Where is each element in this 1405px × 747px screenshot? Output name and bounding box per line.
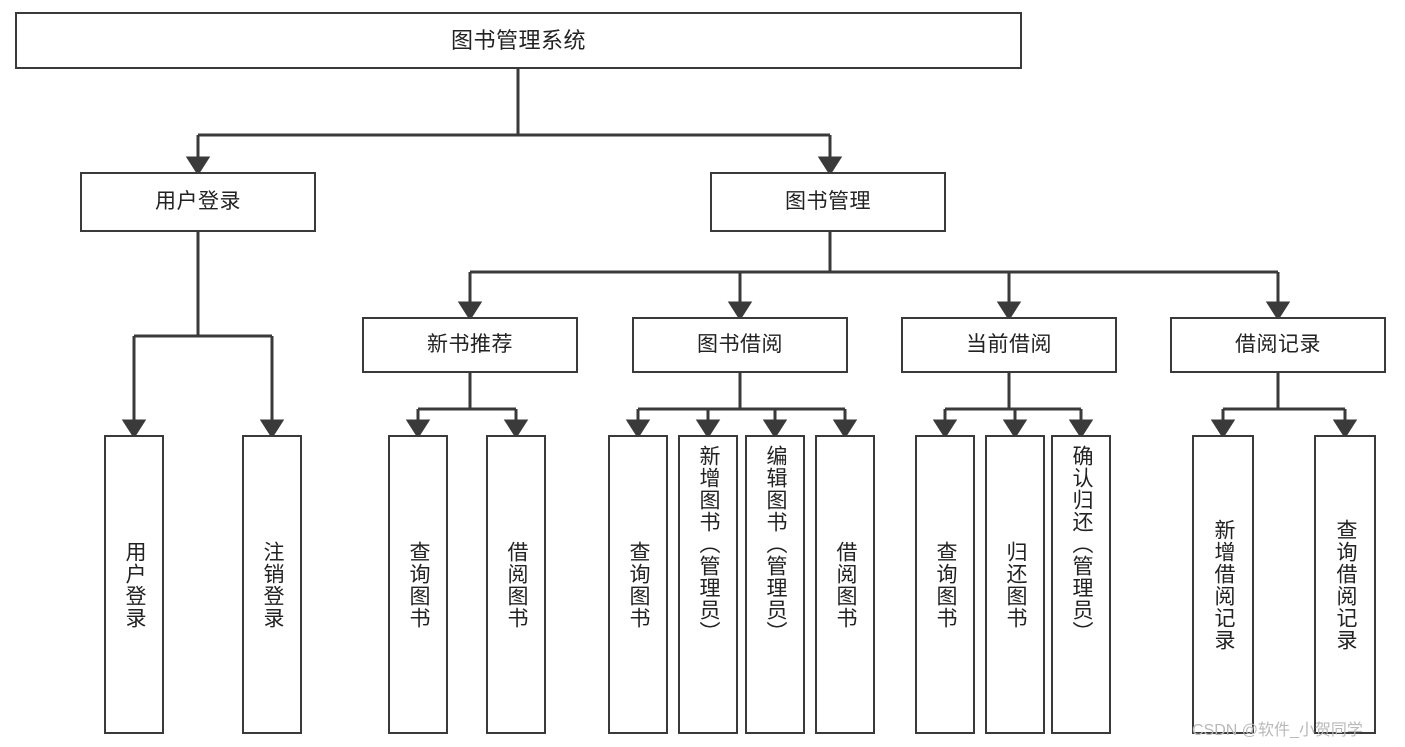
node-leaf-query-book-1[interactable]: 查询图书 [388, 435, 448, 734]
node-user-login-label: 用户登录 [155, 189, 241, 213]
node-leaf-add-record[interactable]: 新增借阅记录 [1192, 435, 1254, 734]
node-borrow-record-label: 借阅记录 [1235, 332, 1321, 356]
node-leaf-query-book-2[interactable]: 查询图书 [608, 435, 668, 734]
node-leaf-query-record[interactable]: 查询借阅记录 [1314, 435, 1376, 734]
node-book-borrow-label: 图书借阅 [697, 332, 783, 356]
node-leaf-query-book-3[interactable]: 查询图书 [915, 435, 975, 734]
node-new-book-recommend[interactable]: 新书推荐 [362, 317, 578, 373]
node-book-manage[interactable]: 图书管理 [710, 172, 946, 232]
node-leaf-user-login[interactable]: 用户登录 [104, 435, 164, 734]
node-new-book-recommend-label: 新书推荐 [427, 332, 513, 356]
node-leaf-user-login-label: 用户登录 [123, 540, 147, 629]
node-leaf-edit-book-label: 编辑图书（管理员） [764, 445, 788, 643]
node-leaf-borrow-book-2-label: 借阅图书 [834, 540, 858, 629]
node-leaf-query-record-label: 查询借阅记录 [1334, 518, 1358, 651]
node-current-borrow[interactable]: 当前借阅 [901, 317, 1117, 373]
node-leaf-add-book-label: 新增图书（管理员） [697, 445, 721, 643]
node-leaf-borrow-book-1[interactable]: 借阅图书 [486, 435, 546, 734]
node-user-login[interactable]: 用户登录 [80, 172, 316, 232]
node-leaf-borrow-book-2[interactable]: 借阅图书 [815, 435, 875, 734]
node-leaf-borrow-book-1-label: 借阅图书 [505, 540, 529, 629]
node-borrow-record[interactable]: 借阅记录 [1170, 317, 1386, 373]
node-book-manage-label: 图书管理 [785, 189, 871, 213]
node-leaf-query-book-3-label: 查询图书 [934, 540, 958, 629]
watermark: CSDN @软件_小贺同学 [1192, 722, 1363, 739]
node-leaf-logout[interactable]: 注销登录 [242, 435, 302, 734]
node-leaf-add-book[interactable]: 新增图书（管理员） [678, 435, 738, 734]
node-current-borrow-label: 当前借阅 [966, 332, 1052, 356]
node-root-label: 图书管理系统 [450, 27, 586, 53]
node-leaf-return-book-label: 归还图书 [1004, 540, 1028, 629]
node-leaf-edit-book[interactable]: 编辑图书（管理员） [745, 435, 805, 734]
node-root[interactable]: 图书管理系统 [15, 12, 1022, 69]
node-leaf-query-book-2-label: 查询图书 [627, 540, 651, 629]
node-book-borrow[interactable]: 图书借阅 [632, 317, 848, 373]
node-leaf-query-book-1-label: 查询图书 [407, 540, 431, 629]
node-leaf-return-book[interactable]: 归还图书 [985, 435, 1045, 734]
node-leaf-add-record-label: 新增借阅记录 [1212, 518, 1236, 651]
node-leaf-logout-label: 注销登录 [261, 540, 285, 629]
node-leaf-confirm-return[interactable]: 确认归还（管理员） [1051, 435, 1111, 734]
node-leaf-confirm-return-label: 确认归还（管理员） [1070, 445, 1094, 643]
